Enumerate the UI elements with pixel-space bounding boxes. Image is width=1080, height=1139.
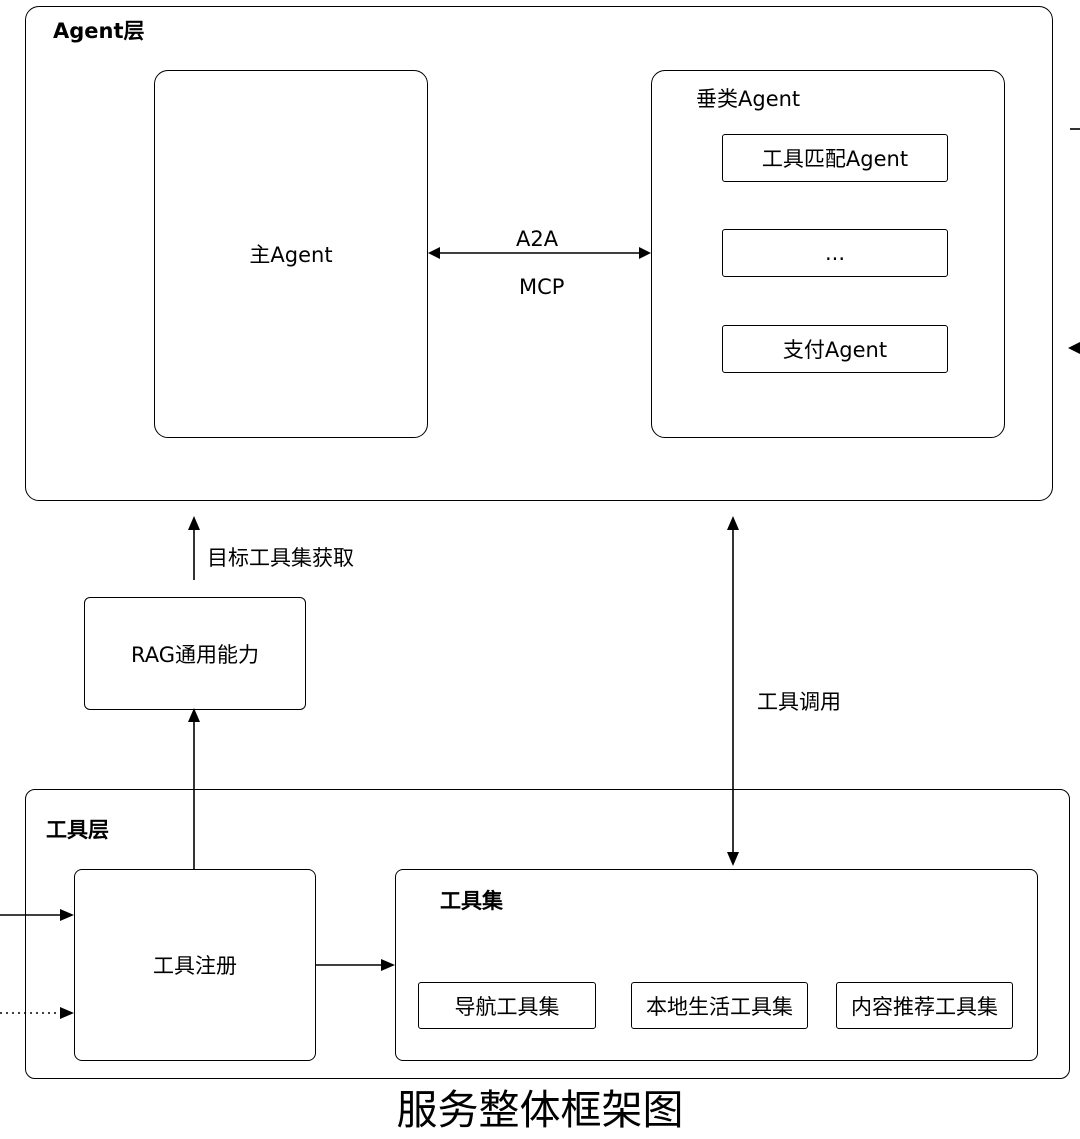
arrowhead-right-toolset	[381, 959, 395, 971]
arrowhead-down-tool-call	[727, 852, 739, 866]
agent-layer-title: Agent层	[53, 19, 145, 43]
tool-layer-title: 工具层	[46, 818, 109, 842]
arrowhead-right-input	[60, 909, 74, 921]
toolset-title: 工具集	[440, 889, 503, 913]
arrowhead-up-tool-call	[727, 516, 739, 530]
arrowhead-left-edge	[1068, 342, 1080, 354]
ellipsis-agent-label: ...	[824, 241, 846, 265]
rag-box: RAG通用能力	[84, 597, 306, 710]
main-agent-box: 主Agent	[154, 70, 428, 438]
diagram-caption: 服务整体框架图	[396, 1086, 684, 1134]
rag-label: RAG通用能力	[130, 642, 259, 667]
tool-registration-label: 工具注册	[153, 954, 237, 978]
tool-matching-agent-label: 工具匹配Agent	[761, 147, 909, 171]
local-life-toolset-box: 本地生活工具集	[631, 982, 808, 1029]
protocol-a2a-label: A2A	[516, 227, 559, 251]
ellipsis-agent-box: ...	[722, 229, 948, 277]
main-agent-label: 主Agent	[249, 243, 333, 267]
toolset-box	[395, 869, 1038, 1061]
content-recommend-toolset-label: 内容推荐工具集	[851, 994, 998, 1019]
arrowhead-right	[639, 247, 651, 259]
target-toolset-label: 目标工具集获取	[207, 546, 354, 570]
payment-agent-box: 支付Agent	[722, 325, 948, 373]
navigation-toolset-box: 导航工具集	[418, 982, 596, 1029]
tool-matching-agent-box: 工具匹配Agent	[722, 134, 948, 182]
arrowhead-up-rag	[188, 708, 200, 722]
navigation-toolset-label: 导航工具集	[454, 994, 560, 1019]
arrowhead-left	[428, 247, 440, 259]
tool-registration-box: 工具注册	[74, 869, 316, 1061]
vertical-agent-title: 垂类Agent	[696, 87, 801, 111]
content-recommend-toolset-box: 内容推荐工具集	[836, 982, 1013, 1029]
local-life-toolset-label: 本地生活工具集	[646, 994, 793, 1019]
protocol-mcp-label: MCP	[519, 275, 565, 299]
arrowhead-right-dotted-input	[60, 1007, 74, 1019]
arrowhead-up-target	[188, 516, 200, 530]
tool-call-label: 工具调用	[757, 690, 841, 714]
payment-agent-label: 支付Agent	[782, 338, 888, 362]
